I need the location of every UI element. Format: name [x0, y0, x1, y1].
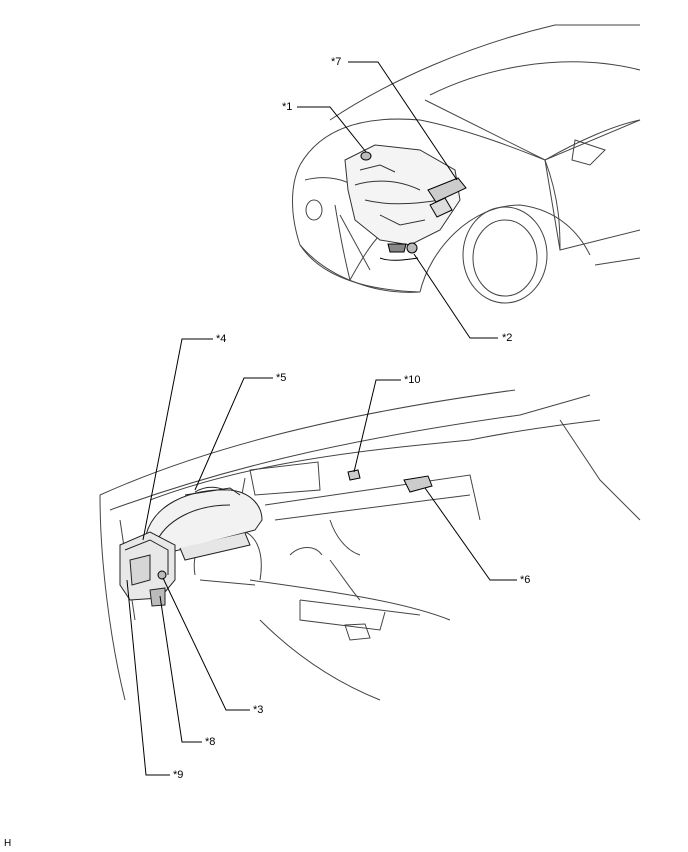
- callout-6: *6: [520, 574, 531, 586]
- component-6-part: [403, 475, 433, 493]
- callout-3: *3: [253, 704, 264, 716]
- callout-5: *5: [276, 372, 287, 384]
- component-3-part: [157, 570, 167, 580]
- callout-9: *9: [173, 769, 184, 781]
- callout-7: *7: [331, 56, 342, 68]
- component-1-part: [360, 151, 372, 161]
- callout-10: *10: [404, 374, 421, 386]
- component-7-part: [427, 177, 467, 218]
- leader-lines-lower: [126, 338, 517, 776]
- callout-2: *2: [502, 332, 513, 344]
- vehicle-front-illustration: [292, 24, 641, 304]
- component-2-part: [379, 242, 419, 261]
- instrument-panel-illustration: [99, 389, 641, 701]
- illustration-code: H: [4, 838, 12, 849]
- callout-1: *1: [282, 101, 293, 113]
- callout-8: *8: [205, 736, 216, 748]
- callout-4: *4: [216, 333, 227, 345]
- engine-compartment: [344, 144, 461, 246]
- leader-lines-upper: [297, 61, 498, 339]
